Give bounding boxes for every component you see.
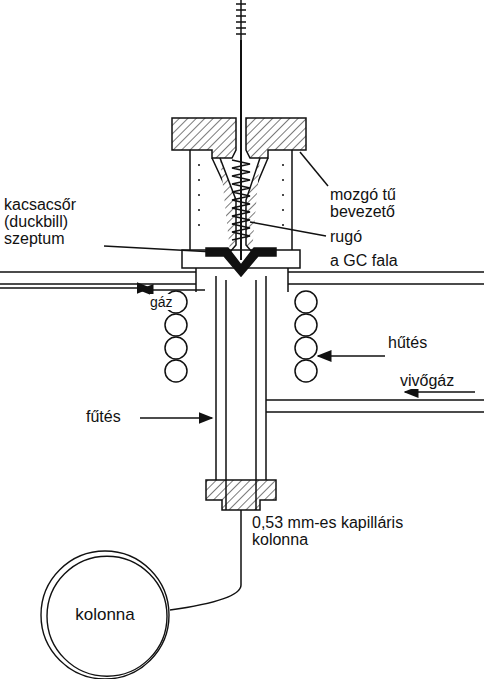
column-coil: kolonna	[38, 548, 172, 679]
part-label: rugó	[330, 228, 362, 245]
label-box: 0,53 mm-es kapilláris kolonna	[252, 514, 442, 548]
label-box: vivőgáz	[400, 372, 480, 389]
label-box: fűtés	[86, 408, 146, 425]
part-label: 0,53 mm-es kapilláris kolonna	[252, 514, 403, 548]
label-box: hűtés	[388, 334, 468, 351]
flow-label: gáz	[150, 294, 173, 310]
part-label: a GC fala	[330, 252, 398, 269]
label-box: kacsacsőr (duckbill) szeptum	[4, 196, 104, 247]
part-label: mozgó tű bevezető	[330, 186, 396, 220]
flow-label: fűtés	[86, 408, 121, 425]
flow-label: hűtés	[388, 334, 427, 351]
label-box: rugó	[330, 228, 410, 245]
coil-label: kolonna	[38, 605, 172, 625]
label-box: gáz	[150, 294, 210, 311]
part-label: kacsacsőr (duckbill) szeptum	[4, 196, 76, 247]
label-box: mozgó tű bevezető	[330, 186, 430, 220]
label-box: a GC fala	[330, 252, 450, 269]
flow-label: vivőgáz	[400, 372, 454, 389]
